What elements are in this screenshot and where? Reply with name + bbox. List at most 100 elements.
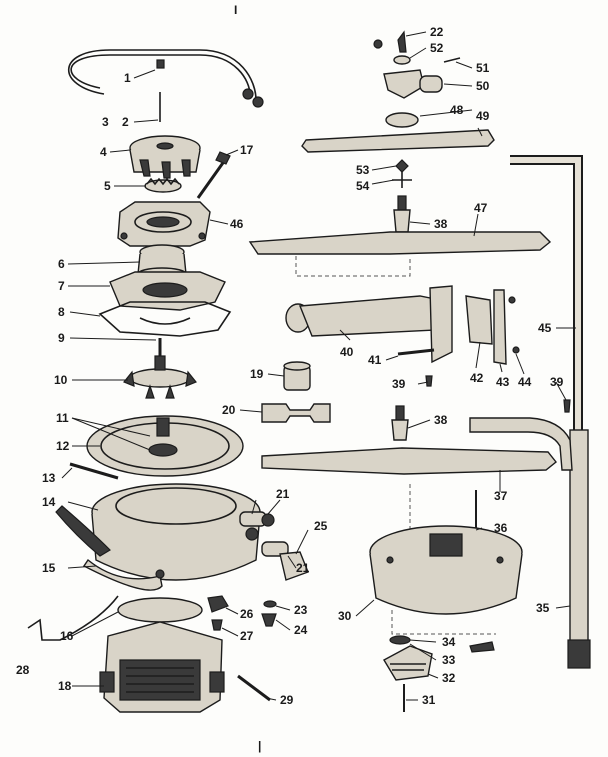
label-49: 49 xyxy=(476,109,490,123)
label-28: 28 xyxy=(16,663,30,677)
mounting-plate xyxy=(109,271,226,311)
label-4: 4 xyxy=(100,145,107,159)
filter-pad xyxy=(261,403,331,423)
label-40: 40 xyxy=(340,345,354,359)
label-39b: 39 xyxy=(550,375,564,389)
label-1: 1 xyxy=(124,71,131,85)
label-41: 41 xyxy=(368,353,382,367)
screw xyxy=(69,462,119,480)
seal xyxy=(261,613,277,627)
label-24: 24 xyxy=(294,623,308,637)
pump-housing xyxy=(117,201,211,247)
label-42: 42 xyxy=(470,371,484,385)
long-bolt xyxy=(196,151,231,199)
pump-cover xyxy=(129,135,201,179)
top-mark: I xyxy=(234,3,237,17)
motor-bolt xyxy=(237,674,271,702)
fitting xyxy=(279,551,309,581)
label-7: 7 xyxy=(58,279,65,293)
clip-34 xyxy=(469,641,495,653)
label-13: 13 xyxy=(42,471,56,485)
bearing xyxy=(385,112,419,128)
label-12: 12 xyxy=(56,439,70,453)
nut-54 xyxy=(392,172,412,188)
label-50: 50 xyxy=(476,79,490,93)
small-filter xyxy=(283,361,311,391)
label-31: 31 xyxy=(422,693,436,707)
bracket-43 xyxy=(493,289,507,365)
gasket xyxy=(98,301,232,337)
label-53: 53 xyxy=(356,163,370,177)
screw-head xyxy=(508,296,516,304)
label-6: 6 xyxy=(58,257,65,271)
screw-41 xyxy=(397,348,435,356)
label-5: 5 xyxy=(104,179,111,193)
label-16: 16 xyxy=(60,629,74,643)
o-ring xyxy=(389,635,411,645)
label-2: 2 xyxy=(122,115,129,129)
guide-lines xyxy=(295,256,411,277)
bottom-mark: | xyxy=(258,739,261,753)
label-23: 23 xyxy=(294,603,308,617)
leader-lines xyxy=(61,31,576,701)
small-nut xyxy=(211,619,223,631)
bracket-42 xyxy=(465,295,493,345)
label-34: 34 xyxy=(442,635,456,649)
label-43: 43 xyxy=(496,375,510,389)
screw-head-2 xyxy=(512,346,520,354)
label-52: 52 xyxy=(430,41,444,55)
label-32: 32 xyxy=(442,671,456,685)
impeller xyxy=(144,177,182,193)
screw-39-right xyxy=(563,399,571,413)
label-33: 33 xyxy=(442,653,456,667)
nut-53 xyxy=(395,159,409,173)
label-10: 10 xyxy=(54,373,68,387)
label-20: 20 xyxy=(222,403,236,417)
label-47: 47 xyxy=(474,201,488,215)
label-45: 45 xyxy=(538,321,552,335)
label-21b: 21 xyxy=(296,561,310,575)
label-30: 30 xyxy=(338,609,352,623)
label-29: 29 xyxy=(280,693,294,707)
lower-spray-arm xyxy=(261,447,557,475)
label-44: 44 xyxy=(518,375,532,389)
label-54: 54 xyxy=(356,179,370,193)
label-19: 19 xyxy=(250,367,264,381)
label-38b: 38 xyxy=(434,413,448,427)
arm-support xyxy=(285,285,453,364)
screen-mesh xyxy=(390,663,426,671)
middle-spray-arm xyxy=(248,231,552,255)
upper-spray-arm xyxy=(301,129,495,153)
label-46: 46 xyxy=(230,217,244,231)
drain-hose xyxy=(469,417,573,471)
label-25: 25 xyxy=(314,519,328,533)
heater-element xyxy=(67,49,264,122)
lower-pump-body xyxy=(55,483,261,591)
label-38a: 38 xyxy=(434,217,448,231)
label-18: 18 xyxy=(58,679,72,693)
screw-39 xyxy=(425,375,433,387)
small-bracket xyxy=(207,595,229,613)
label-8: 8 xyxy=(58,305,65,319)
drive-spider xyxy=(123,338,197,399)
sump-housing xyxy=(369,525,523,615)
lower-ring xyxy=(86,415,244,477)
label-22: 22 xyxy=(430,25,444,39)
label-36: 36 xyxy=(494,521,508,535)
label-51: 51 xyxy=(476,61,490,75)
motor xyxy=(99,621,225,713)
label-14: 14 xyxy=(42,495,56,509)
upper-hub xyxy=(393,195,411,233)
label-48: 48 xyxy=(450,103,464,117)
part-number-labels: 1 2 3 4 5 6 7 8 9 10 11 12 13 14 15 16 1… xyxy=(16,25,564,707)
hose-clamps xyxy=(239,511,289,557)
supply-tube xyxy=(510,155,591,669)
label-39a: 39 xyxy=(392,377,406,391)
motor-shield xyxy=(117,597,203,623)
upper-spray-fitting xyxy=(373,30,461,99)
label-21a: 21 xyxy=(276,487,290,501)
label-37: 37 xyxy=(494,489,508,503)
label-9: 9 xyxy=(58,331,65,345)
